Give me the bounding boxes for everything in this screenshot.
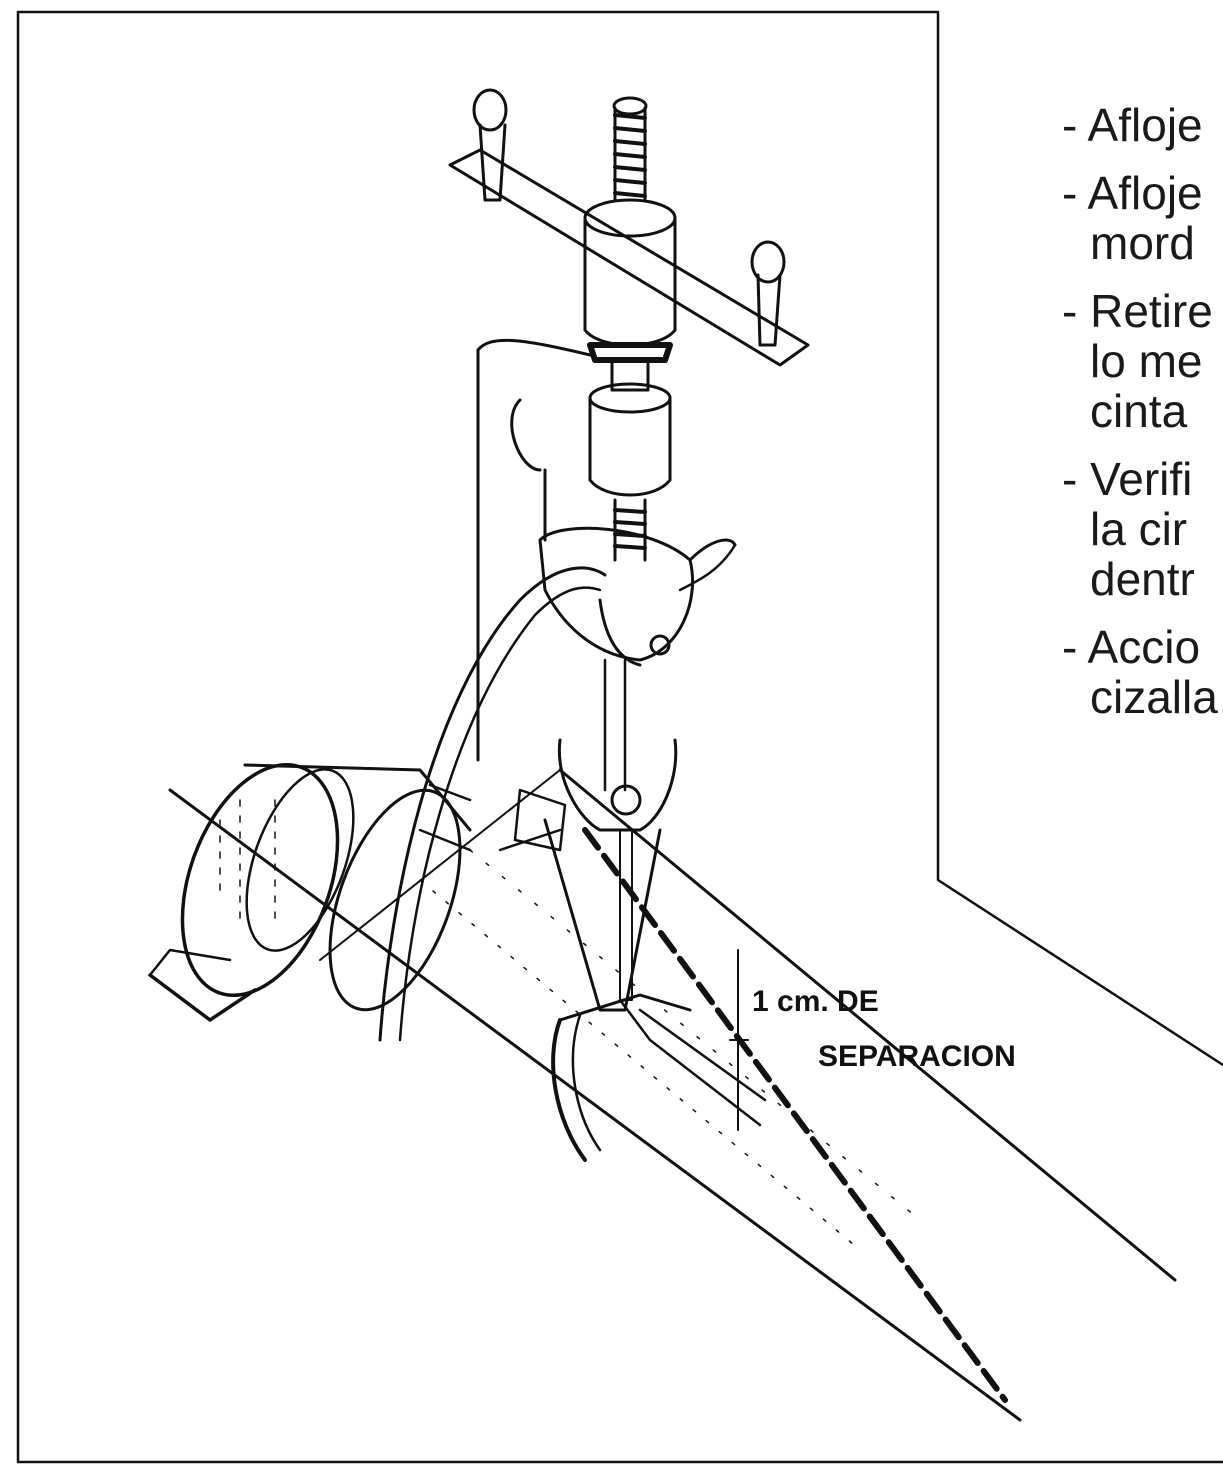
step-line: mord <box>1090 217 1195 269</box>
union-nut <box>148 762 472 1022</box>
t-handle <box>448 88 810 367</box>
upper-collar <box>583 198 677 363</box>
step-4: - Verifi la cir dentr <box>1062 454 1223 604</box>
step-line: - Retire <box>1062 285 1213 337</box>
pipe <box>168 768 1177 1422</box>
step-3: - Retire lo me cinta <box>1062 286 1223 436</box>
cutter-frame <box>476 338 592 762</box>
step-5: - Accio cizalla <box>1062 622 1223 722</box>
feed-screw <box>612 96 648 202</box>
instruction-list: - Afloje - Afloje mord - Retire lo me ci… <box>1062 100 1223 722</box>
step-line: - Afloje <box>1062 100 1203 151</box>
step-line: cinta <box>1090 385 1188 437</box>
step-2: - Afloje mord <box>1062 168 1223 268</box>
step-line: - Afloje <box>1062 167 1203 219</box>
frame <box>16 10 1223 1464</box>
dimension-marker <box>729 949 749 1131</box>
separation-label-line2: SEPARACION <box>818 1040 1016 1073</box>
step-line: dentr <box>1090 553 1195 605</box>
step-line: lo me <box>1090 335 1203 387</box>
step-line: la cir <box>1090 503 1188 555</box>
step-line: - Verifi <box>1062 453 1193 505</box>
step-line: cizalla <box>1090 671 1218 722</box>
hose <box>378 566 607 1042</box>
clamp-jaws <box>418 738 678 1012</box>
cutting-head <box>538 526 737 792</box>
pipe-band <box>551 993 767 1162</box>
step-1: - Afloje <box>1062 100 1223 150</box>
separation-label-line1: 1 cm. DE <box>752 985 879 1018</box>
step-line: - Accio <box>1062 621 1201 673</box>
